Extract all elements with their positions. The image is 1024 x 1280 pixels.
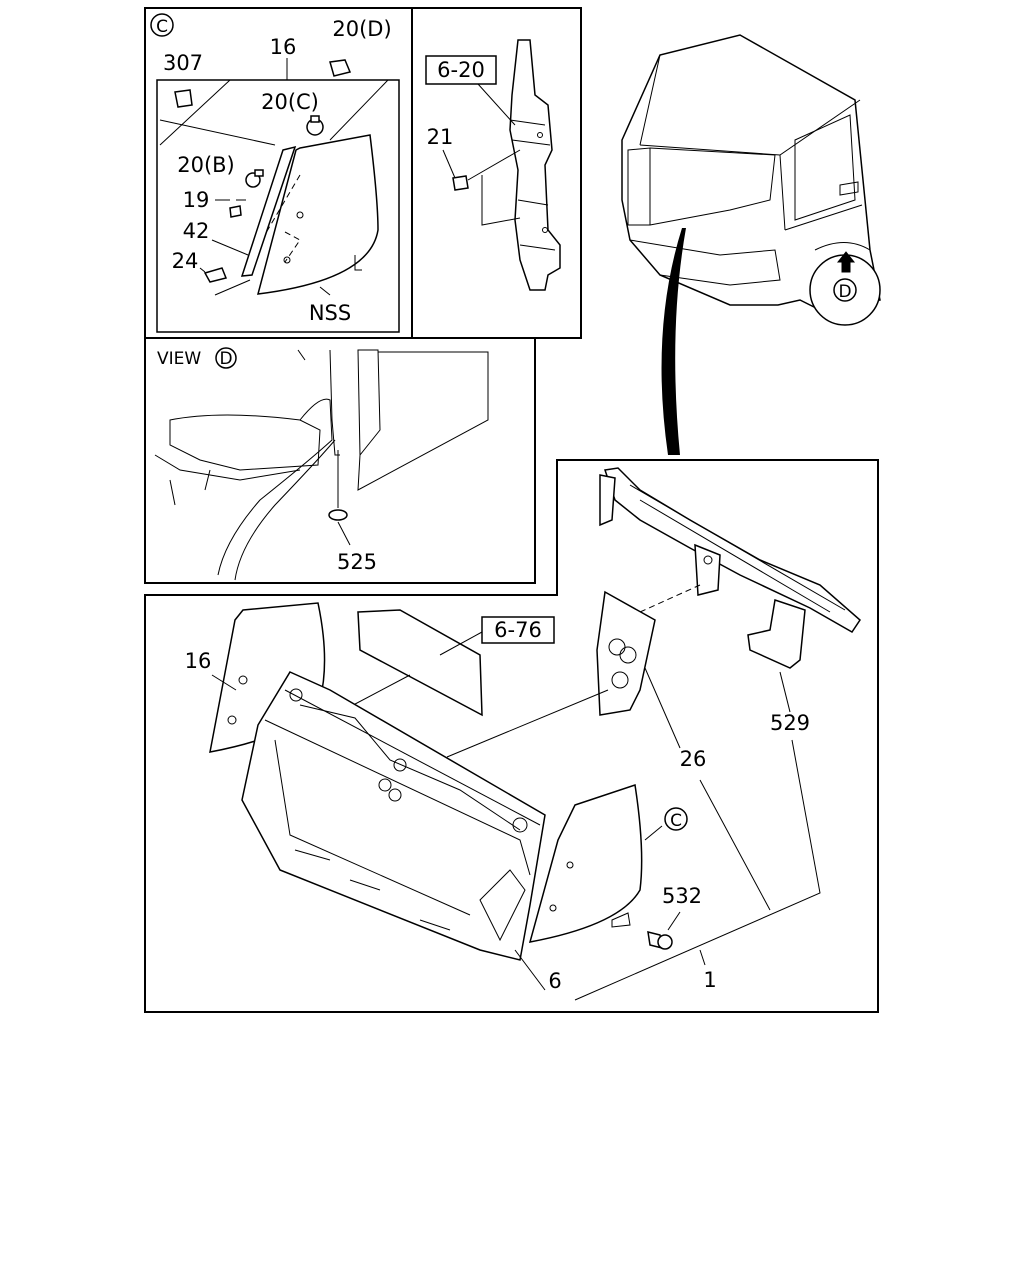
pillar-bracket xyxy=(509,39,561,291)
side-bracket-529 xyxy=(747,599,806,669)
ref-box-6-20 xyxy=(425,55,497,85)
step-surface xyxy=(169,414,321,471)
ref-box-6-20-text: 6-20 xyxy=(437,58,485,82)
clip-20d-part xyxy=(329,59,352,77)
main-assembly-frame xyxy=(144,459,879,1013)
view-d-title-letter: D xyxy=(219,349,232,369)
callout-c-letter: C xyxy=(156,17,168,37)
view-d-title-marker xyxy=(215,347,237,369)
view-d-arrow xyxy=(836,251,856,273)
label-main-16: 16 xyxy=(185,649,212,673)
callout-c-marker: C xyxy=(150,13,174,37)
front-panel-assembly xyxy=(241,671,546,961)
clip-525-part xyxy=(328,509,348,521)
label-26: 26 xyxy=(680,747,707,771)
view-d-panel: VIEW D 525 xyxy=(144,337,536,584)
center-bracket xyxy=(596,590,656,716)
main-callout-c-letter: C xyxy=(670,811,682,831)
main-assembly-panel: 16 6-76 6 C 532 xyxy=(144,459,879,1013)
detail-6-20-panel: 6-20 21 xyxy=(411,7,582,339)
label-20d: 20(D) xyxy=(332,17,391,41)
view-d-title: VIEW xyxy=(157,349,201,369)
label-20b: 20(B) xyxy=(177,153,235,177)
right-quarter-glass xyxy=(528,784,643,943)
location-pointer xyxy=(661,228,686,455)
clip-24-part xyxy=(203,267,228,283)
truck-cab-view: D xyxy=(621,34,881,455)
view-d-frame xyxy=(144,337,536,584)
label-19: 19 xyxy=(183,188,210,212)
ref-box-6-76-text: 6-76 xyxy=(494,618,542,642)
clip-307-part xyxy=(174,89,193,108)
label-525: 525 xyxy=(337,550,377,574)
main-callout-c-marker xyxy=(664,807,688,831)
truck-cab-body xyxy=(621,34,881,311)
label-24: 24 xyxy=(172,249,199,273)
label-532: 532 xyxy=(662,884,702,908)
label-6: 6 xyxy=(548,969,561,993)
label-nss: NSS xyxy=(309,301,351,325)
label-1: 1 xyxy=(703,968,716,992)
view-d-marker-letter: D xyxy=(838,282,851,302)
cab-panel xyxy=(357,349,489,491)
clip-19-part xyxy=(229,205,242,218)
label-529: 529 xyxy=(770,711,810,735)
clip-20b-part xyxy=(245,169,264,188)
label-21: 21 xyxy=(427,125,454,149)
detail-c-panel: C xyxy=(144,7,413,339)
weatherstrip-seal xyxy=(240,145,297,277)
clip-20c-part xyxy=(306,115,324,136)
label-20c: 20(C) xyxy=(261,90,319,114)
label-42: 42 xyxy=(183,219,210,243)
insulator-pad xyxy=(357,609,483,717)
upper-cross-member xyxy=(604,467,861,633)
quarter-window-glass xyxy=(256,134,379,295)
bolt-532-part xyxy=(647,930,673,950)
ref-box-6-76 xyxy=(481,616,555,644)
bolt-21-part xyxy=(452,175,469,191)
view-d-marker xyxy=(833,278,857,302)
label-16: 16 xyxy=(270,35,297,59)
label-307: 307 xyxy=(163,51,203,75)
